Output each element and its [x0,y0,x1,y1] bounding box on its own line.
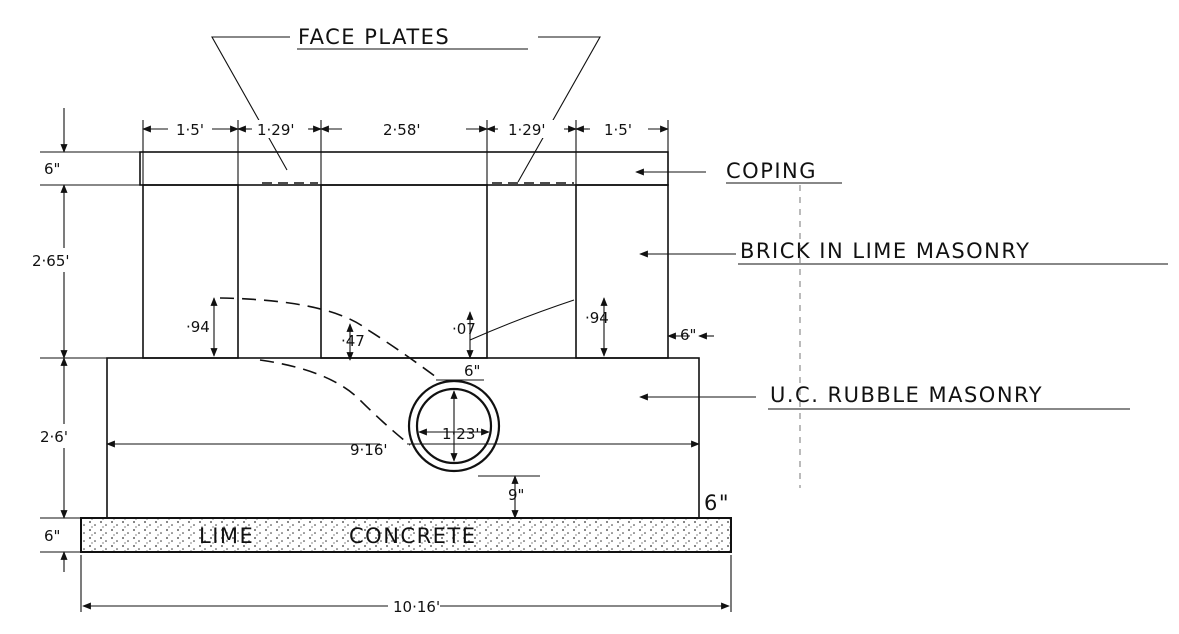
pipe-inner [415,387,493,465]
pipe-diameter-label: 1·23' [442,425,480,443]
top-dim-5: 1·5' [604,121,632,139]
dashed-curve-lower [259,359,411,446]
overall-width-dim: 10·16' [393,598,440,616]
top-dim-1: 1·5' [176,121,204,139]
top-dim-2: 1·29' [257,121,295,139]
brick-pier-right [575,184,669,359]
depth-dim-1: ·94 [186,318,210,336]
rubble-label: U.C. RUBBLE MASONRY [770,383,1043,407]
face-plates-label: FACE PLATES [298,25,450,49]
top-dim-3: 2·58' [383,121,421,139]
lime-concrete [80,517,732,553]
depth-dim-4: ·94 [585,309,609,327]
rubble-height-dim: 2·6' [40,428,68,446]
lime-concrete-label-b: CONCRETE [349,524,477,548]
concrete-height-dim: 6" [44,527,60,545]
coping [139,151,669,186]
pipe-top-dim: 6" [464,362,480,380]
face-plates-leader-right [517,36,601,183]
depth-dim-3: ·07 [452,320,476,338]
brick-height-dim: 2·65' [32,252,70,270]
brick-label: BRICK IN LIME MASONRY [740,239,1030,263]
coping-height-dim: 6" [44,160,60,178]
top-dim-4: 1·29' [508,121,546,139]
pipe-outer [407,379,501,473]
coping-label: COPING [726,159,817,183]
lime-concrete-label-a: LIME [199,524,254,548]
rubble-width-dim: 9·16' [350,441,388,459]
depth-dim-2: ·47 [341,332,365,350]
drainage-line [469,299,575,341]
pipe-bottom-dim: 9" [508,486,524,504]
right-concrete-dim: 6" [704,491,730,515]
rubble-masonry [106,357,700,519]
face-plates-leader-left [211,36,290,171]
dashed-curve-upper [219,297,441,381]
right-offset-dim: 6" [680,326,696,344]
